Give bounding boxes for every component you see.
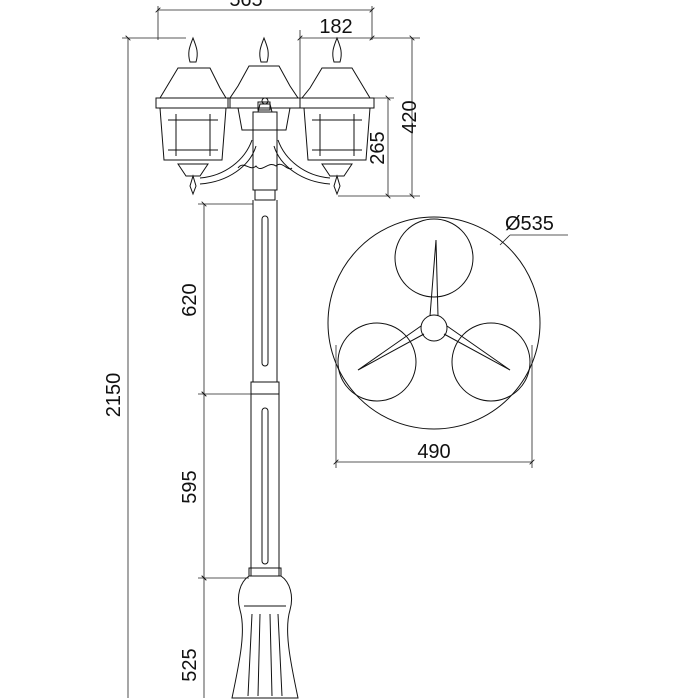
lamp-arms (199, 97, 331, 191)
pole-base (231, 575, 299, 699)
dim-base-width-label: 490 (417, 441, 450, 463)
dim-middle-section-label: 595 (179, 470, 201, 503)
plan-dimensions: Ø535 490 (336, 213, 568, 468)
plan-arm-top (429, 239, 439, 317)
dim-total-height-label: 2150 (103, 373, 125, 418)
plan-view (327, 216, 541, 430)
dim-lower-section-label: 525 (179, 648, 201, 681)
elevation-dimensions (122, 6, 420, 698)
dim-overall-width-label: 565 (229, 0, 262, 11)
plan-arm-right (443, 325, 511, 371)
plan-pole-center (420, 314, 448, 342)
lamp-post-elevation (155, 36, 375, 699)
lantern-left (155, 36, 231, 196)
plan-outer-circle (327, 216, 541, 430)
dim-lantern-height-label: 265 (367, 131, 389, 164)
dim-lantern-width-label: 182 (319, 16, 352, 38)
plan-lantern-top (394, 218, 474, 298)
lantern-center (227, 36, 301, 131)
dim-upper-section-label: 620 (179, 283, 201, 316)
pole-shaft (248, 190, 282, 577)
dim-head-height-label: 420 (399, 100, 421, 133)
plan-arm-left (357, 325, 425, 371)
plan-lantern-right (451, 322, 531, 402)
dim-base-diameter-label: Ø535 (505, 213, 554, 235)
elevation-dimension-labels: 565 182 420 265 2150 620 595 525 (103, 0, 421, 682)
lantern-right (299, 36, 375, 196)
plan-lantern-left (337, 322, 417, 402)
